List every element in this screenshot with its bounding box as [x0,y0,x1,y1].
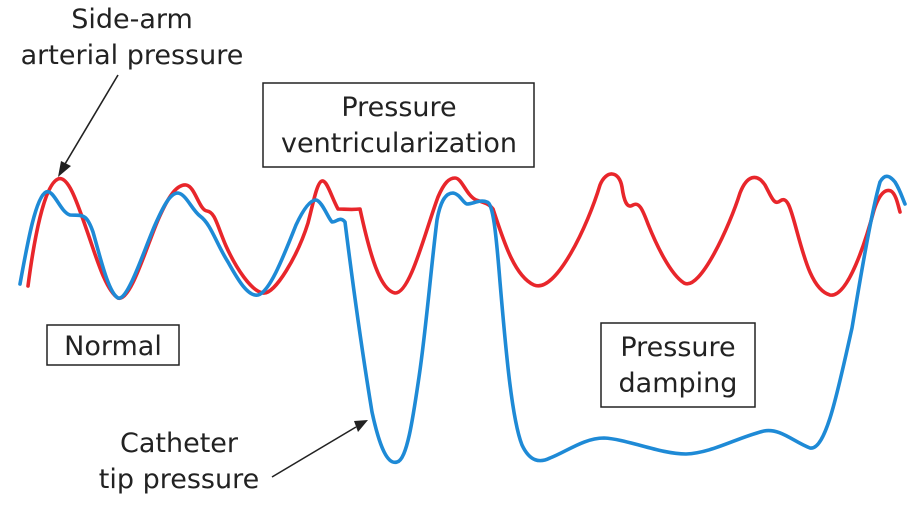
catheter-tip-pressure-trace [18,174,907,465]
damping-label-line-2: damping [619,368,738,399]
normal-label-text: Normal [64,331,162,362]
catheter-label-line-2: tip pressure [99,464,259,495]
side-arm-arrow [58,74,119,177]
side-arm-arterial-pressure-label: Side-arm arterial pressure [21,4,244,71]
catheter-arrow [271,420,368,478]
side-arm-label-line-1: Side-arm [71,4,193,35]
side-arm-arterial-pressure-trace [26,172,902,300]
ventricularization-box [262,82,535,168]
damping-label-line-1: Pressure [620,332,735,363]
damping-box [600,322,756,408]
side-arm-label-line-2: arterial pressure [21,40,244,71]
normal-box [46,324,180,366]
catheter-label-line-1: Catheter [120,428,239,459]
pressure-ventricularization-label: Pressure ventricularization [262,82,535,168]
ventricularization-label-line-2: ventricularization [281,128,517,159]
normal-label: Normal [46,324,180,366]
ventricularization-label-line-1: Pressure [341,92,456,123]
pressure-damping-label: Pressure damping [600,322,756,408]
catheter-tip-pressure-label: Catheter tip pressure [99,428,259,495]
